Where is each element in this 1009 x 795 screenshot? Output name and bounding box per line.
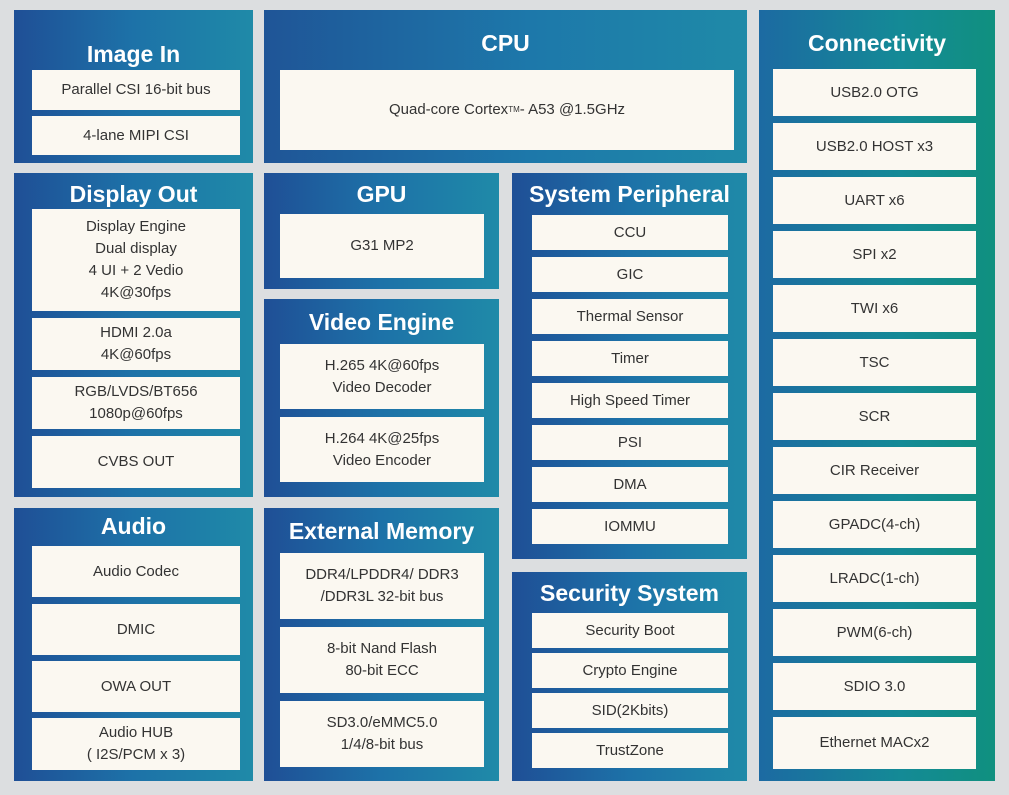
video-engine-title: Video Engine bbox=[308, 309, 455, 335]
audio-block: Audio Audio Codec DMIC OWA OUT Audio HUB… bbox=[14, 508, 253, 781]
system-peripheral-item: High Speed Timer bbox=[532, 383, 728, 418]
connectivity-item: PWM(6-ch) bbox=[773, 609, 976, 656]
connectivity-item: Ethernet MACx2 bbox=[773, 717, 976, 769]
image-in-block: Image In Parallel CSI 16-bit bus 4-lane … bbox=[14, 10, 253, 163]
audio-title: Audio bbox=[100, 513, 167, 539]
external-memory-item: 8-bit Nand Flash 80-bit ECC bbox=[280, 627, 484, 693]
cpu-core-prefix: Quad-core Cortex bbox=[388, 101, 509, 118]
audio-item: DMIC bbox=[32, 604, 240, 655]
video-engine-item: H.265 4K@60fps Video Decoder bbox=[280, 344, 484, 409]
display-out-item: CVBS OUT bbox=[32, 436, 240, 488]
gpu-item: G31 MP2 bbox=[280, 214, 484, 278]
audio-item: OWA OUT bbox=[32, 661, 240, 712]
connectivity-block: Connectivity USB2.0 OTG USB2.0 HOST x3 U… bbox=[759, 10, 995, 781]
external-memory-item: SD3.0/eMMC5.0 1/4/8-bit bus bbox=[280, 701, 484, 767]
connectivity-item: SDIO 3.0 bbox=[773, 663, 976, 710]
system-peripheral-item: GIC bbox=[532, 257, 728, 292]
connectivity-item: SPI x2 bbox=[773, 231, 976, 278]
system-peripheral-item: PSI bbox=[532, 425, 728, 460]
image-in-item: Parallel CSI 16-bit bus bbox=[32, 70, 240, 110]
video-engine-block: Video Engine H.265 4K@60fps Video Decode… bbox=[264, 299, 499, 497]
gpu-title: GPU bbox=[356, 181, 407, 207]
security-system-item: SID(2Kbits) bbox=[532, 693, 728, 728]
display-out-item: HDMI 2.0a 4K@60fps bbox=[32, 318, 240, 370]
security-system-item: Crypto Engine bbox=[532, 653, 728, 688]
connectivity-item: UART x6 bbox=[773, 177, 976, 224]
display-out-block: Display Out Display Engine Dual display … bbox=[14, 173, 253, 497]
connectivity-item: CIR Receiver bbox=[773, 447, 976, 494]
security-system-item: TrustZone bbox=[532, 733, 728, 768]
connectivity-item: SCR bbox=[773, 393, 976, 440]
connectivity-title: Connectivity bbox=[807, 30, 947, 56]
system-peripheral-item: Timer bbox=[532, 341, 728, 376]
security-system-title: Security System bbox=[540, 580, 719, 606]
display-out-item: Display Engine Dual display 4 UI + 2 Ved… bbox=[32, 209, 240, 311]
system-peripheral-item: IOMMU bbox=[532, 509, 728, 544]
image-in-title: Image In bbox=[86, 41, 181, 67]
external-memory-title: External Memory bbox=[288, 518, 475, 544]
system-peripheral-item: Thermal Sensor bbox=[532, 299, 728, 334]
gpu-block: GPU G31 MP2 bbox=[264, 173, 499, 289]
cpu-title: CPU bbox=[481, 30, 530, 56]
audio-item: Audio Codec bbox=[32, 546, 240, 597]
audio-item: Audio HUB ( I2S/PCM x 3) bbox=[32, 718, 240, 770]
connectivity-item: GPADC(4-ch) bbox=[773, 501, 976, 548]
connectivity-item: LRADC(1-ch) bbox=[773, 555, 976, 602]
system-peripheral-title: System Peripheral bbox=[529, 181, 730, 207]
connectivity-item: USB2.0 OTG bbox=[773, 69, 976, 116]
system-peripheral-block: System Peripheral CCU GIC Thermal Sensor… bbox=[512, 173, 747, 559]
display-out-item: RGB/LVDS/BT656 1080p@60fps bbox=[32, 377, 240, 429]
connectivity-item: USB2.0 HOST x3 bbox=[773, 123, 976, 170]
video-engine-item: H.264 4K@25fps Video Encoder bbox=[280, 417, 484, 482]
image-in-item: 4-lane MIPI CSI bbox=[32, 116, 240, 155]
external-memory-block: External Memory DDR4/LPDDR4/ DDR3 /DDR3L… bbox=[264, 508, 499, 781]
external-memory-item: DDR4/LPDDR4/ DDR3 /DDR3L 32-bit bus bbox=[280, 553, 484, 619]
connectivity-item: TWI x6 bbox=[773, 285, 976, 332]
system-peripheral-item: CCU bbox=[532, 215, 728, 250]
cpu-core-suffix: - A53 @1.5GHz bbox=[519, 101, 626, 118]
connectivity-item: TSC bbox=[773, 339, 976, 386]
security-system-block: Security System Security Boot Crypto Eng… bbox=[512, 572, 747, 781]
security-system-item: Security Boot bbox=[532, 613, 728, 648]
system-peripheral-item: DMA bbox=[532, 467, 728, 502]
display-out-title: Display Out bbox=[69, 181, 198, 207]
